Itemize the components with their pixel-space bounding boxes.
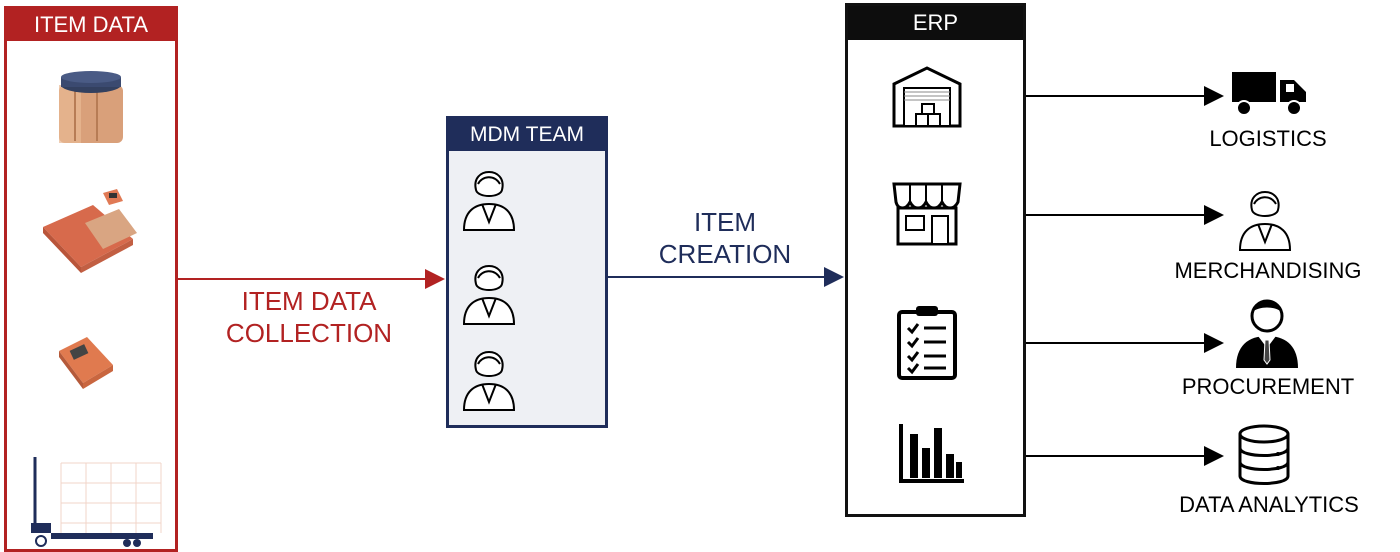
- collection-label: ITEM DATA COLLECTION: [200, 285, 418, 349]
- mdm-team-title: MDM TEAM: [449, 119, 605, 151]
- item-data-title: ITEM DATA: [7, 9, 175, 41]
- team-member-icon: [462, 351, 516, 411]
- warehouse-icon: [892, 66, 962, 128]
- output-label-data-analytics: DATA ANALYTICS: [1179, 492, 1359, 517]
- output-label-logistics: LOGISTICS: [1209, 126, 1327, 151]
- creation-label-line2: CREATION: [658, 239, 792, 269]
- output-label-merchandising: MERCHANDISING: [1174, 258, 1362, 283]
- woman-icon: [1238, 191, 1292, 251]
- collection-label-line1: ITEM DATA: [241, 286, 377, 316]
- bar-chart-icon: [899, 424, 964, 483]
- erp-title: ERP: [848, 6, 1023, 40]
- businessman-icon: [1236, 299, 1298, 368]
- clipboard-checklist-icon: [897, 306, 957, 380]
- small-box-icon: [59, 337, 113, 389]
- store-icon: [892, 182, 962, 246]
- database-icon: [1238, 424, 1290, 485]
- collection-label-line2: COLLECTION: [225, 318, 393, 348]
- pallet-jack-icon: [31, 457, 162, 547]
- creation-label: ITEM CREATION: [630, 206, 820, 270]
- creation-label-line1: ITEM: [693, 207, 757, 237]
- mdm-team-panel: MDM TEAM: [446, 116, 608, 428]
- boxes-icon: [43, 189, 137, 273]
- output-label-procurement: PROCUREMENT: [1181, 374, 1355, 399]
- truck-icon: [1232, 72, 1306, 116]
- team-member-icon: [462, 171, 516, 231]
- item-data-panel: ITEM DATA: [4, 6, 178, 552]
- jar-icon: [59, 71, 123, 143]
- team-member-icon: [462, 265, 516, 325]
